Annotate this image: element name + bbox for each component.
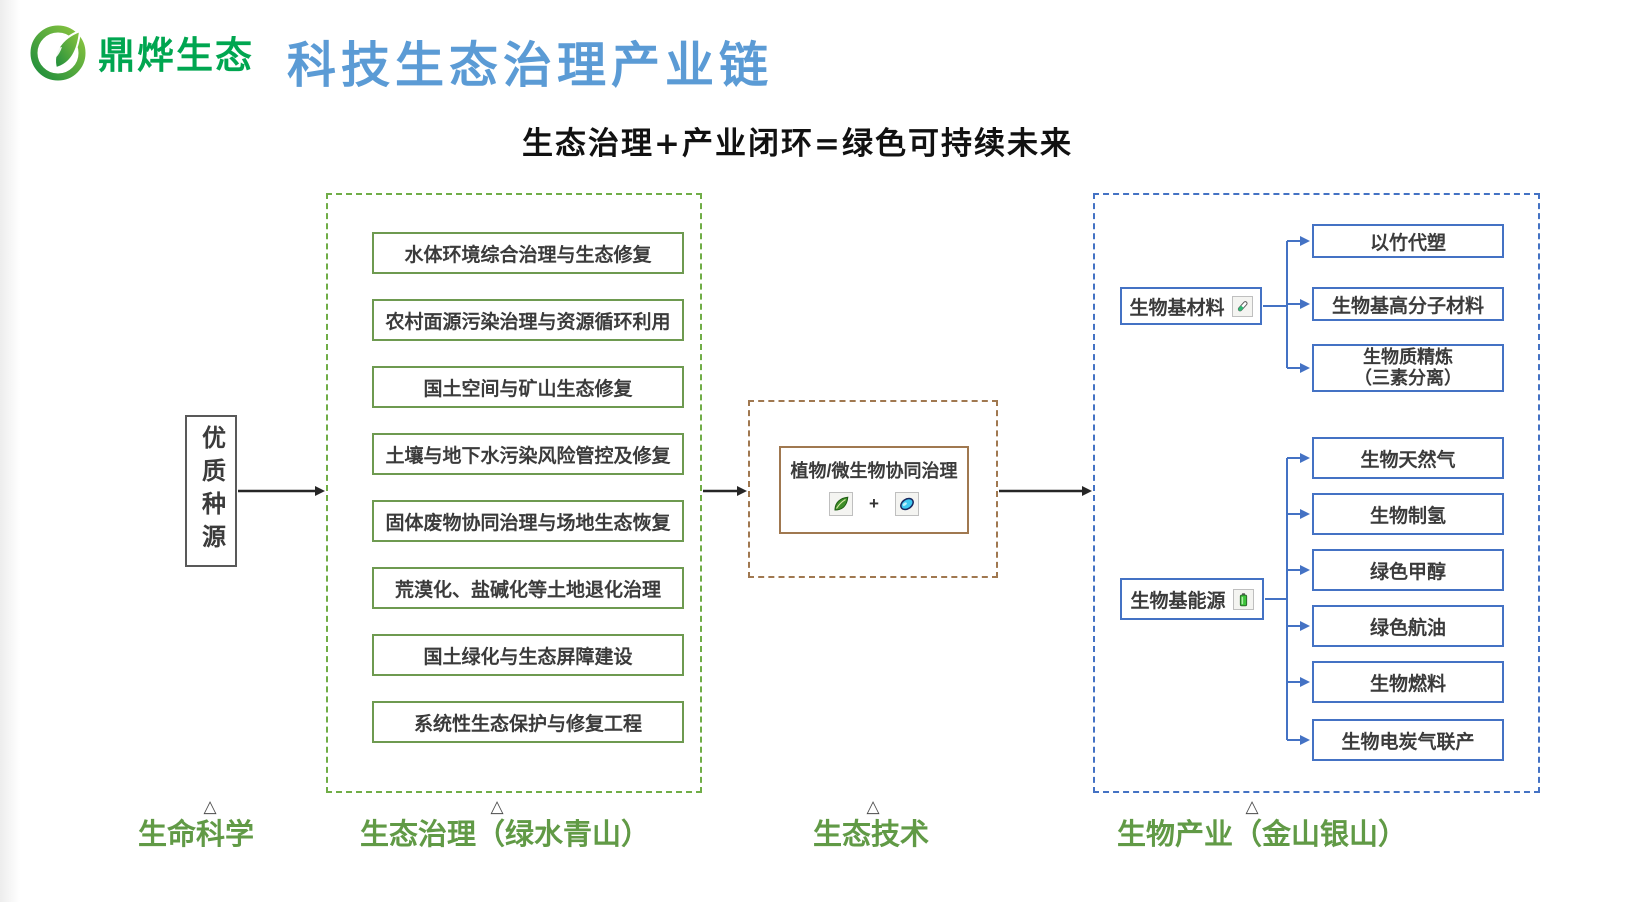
industry-item: 生物基高分子材料 (1312, 287, 1504, 321)
industry-item: 绿色航油 (1312, 605, 1504, 647)
leaf-circle-icon (30, 25, 86, 81)
triangle-marker: △ (1245, 797, 1259, 816)
footer-label-eco-governance: △ 生态治理（绿水青山） (359, 797, 651, 852)
page-title: 科技生态治理产业链 (287, 39, 774, 93)
plant-icon (829, 492, 854, 516)
triangle-marker: △ (866, 797, 880, 816)
industry-item: 生物制氢 (1312, 493, 1504, 535)
plus-sign: + (869, 494, 879, 513)
technology-box: 植物/微生物协同治理 + (779, 446, 969, 534)
industry-item: 以竹代塑 (1312, 224, 1504, 258)
footer-label-text: 生命科学 (137, 818, 255, 851)
industry-container (1093, 193, 1540, 793)
brand-name: 鼎烨生态 (98, 35, 254, 76)
industry-item: 生物燃料 (1312, 661, 1504, 703)
governance-item: 固体废物协同治理与场地生态恢复 (372, 500, 684, 542)
triangle-marker: △ (203, 797, 217, 816)
industry-item: 生物电炭气联产 (1312, 719, 1504, 761)
materials-label: 生物基材料 (1129, 297, 1225, 319)
technology-icons: + (829, 492, 919, 516)
technology-title: 植物/微生物协同治理 (790, 461, 958, 481)
industry-item: 生物天然气 (1312, 437, 1504, 479)
footer-label-text: 生态技术 (812, 818, 930, 851)
governance-item: 农村面源污染治理与资源循环利用 (372, 299, 684, 341)
triangle-marker: △ (490, 797, 504, 816)
energy-label: 生物基能源 (1130, 590, 1226, 612)
governance-container (326, 193, 702, 793)
footer-label-text: 生物产业（金山银山） (1116, 818, 1408, 851)
footer-label-eco-technology: △ 生态技术 (812, 797, 930, 852)
governance-item: 水体环境综合治理与生态修复 (372, 232, 684, 274)
footer-label-bio-industry: △ 生物产业（金山银山） (1116, 797, 1408, 852)
page-subtitle: 生态治理+产业闭环=绿色可持续未来 (522, 126, 1073, 162)
industry-item: 生物质精炼 （三素分离） (1312, 344, 1504, 392)
energy-parent-box: 生物基能源 (1120, 578, 1264, 620)
technology-container (748, 400, 998, 578)
brand-logo: 鼎烨生态 (28, 22, 254, 82)
test-tube-icon (1231, 295, 1253, 317)
governance-item: 土壤与地下水污染风险管控及修复 (372, 433, 684, 475)
battery-icon (1232, 588, 1254, 610)
industry-item: 绿色甲醇 (1312, 549, 1504, 591)
microbe-icon (894, 492, 919, 516)
footer-label-text: 生态治理（绿水青山） (359, 818, 651, 851)
materials-parent-box: 生物基材料 (1120, 287, 1262, 325)
governance-item: 系统性生态保护与修复工程 (372, 701, 684, 743)
governance-item: 荒漠化、盐碱化等土地退化治理 (372, 567, 684, 609)
governance-item: 国土空间与矿山生态修复 (372, 366, 684, 408)
seed-source-label: 优质种源 (197, 425, 225, 557)
footer-label-life-science: △ 生命科学 (137, 797, 255, 852)
seed-source-box: 优质种源 (185, 415, 237, 567)
governance-item: 国土绿化与生态屏障建设 (372, 634, 684, 676)
